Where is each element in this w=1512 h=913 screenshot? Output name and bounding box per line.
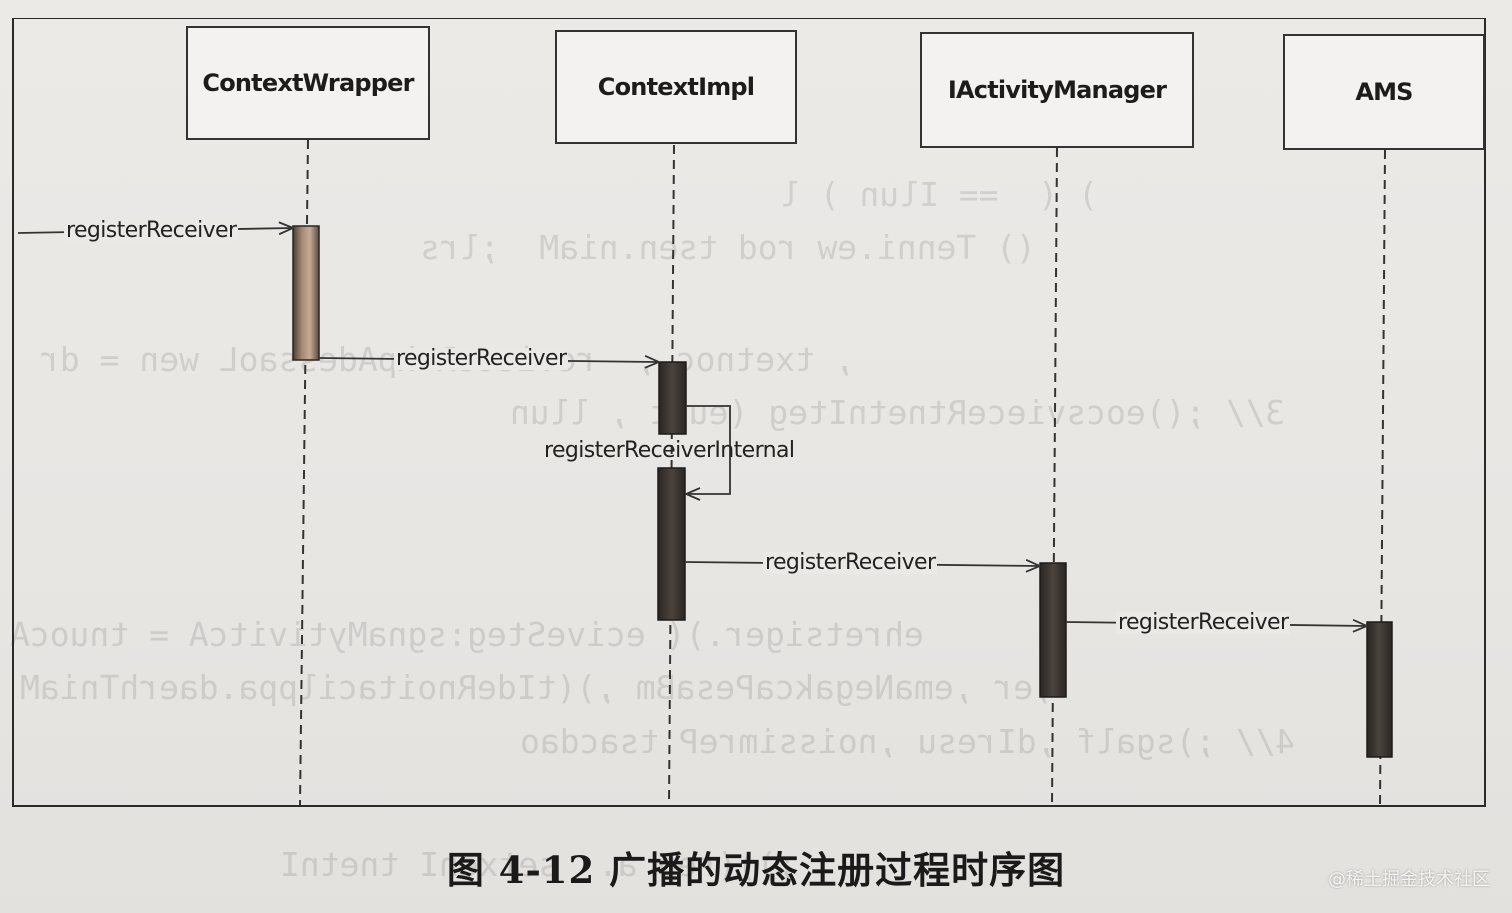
activation-bar-context-wrapper bbox=[292, 225, 320, 361]
participant-label: ContextImpl bbox=[597, 73, 755, 101]
participant-context-wrapper: ContextWrapper bbox=[186, 26, 430, 140]
watermark: @稀土掘金技术社区 bbox=[1328, 869, 1490, 890]
participant-label: ContextWrapper bbox=[202, 69, 414, 97]
participant-iactivity-manager: IActivityManager bbox=[920, 32, 1194, 148]
message-label-5: registerReceiver bbox=[1116, 610, 1291, 635]
activation-bar-iactivity-manager bbox=[1039, 562, 1067, 698]
lifeline-iactivity-manager bbox=[1051, 147, 1058, 806]
message-label-3: registerReceiverInternal bbox=[544, 438, 795, 463]
message-arrow-3-self-call bbox=[686, 405, 731, 494]
participant-ams: AMS bbox=[1283, 34, 1485, 150]
message-label-2: registerReceiver bbox=[394, 346, 569, 371]
activation-bar-context-impl-1 bbox=[658, 361, 687, 435]
figure-caption: 图 4-12 广播的动态注册过程时序图 bbox=[446, 848, 1066, 892]
message-label-4: registerReceiver bbox=[763, 550, 938, 575]
activation-bar-context-impl-2 bbox=[657, 467, 686, 621]
message-label-1: registerReceiver bbox=[64, 218, 239, 243]
participant-label: AMS bbox=[1355, 78, 1413, 106]
participant-label: IActivityManager bbox=[947, 76, 1167, 104]
activation-bar-ams bbox=[1366, 621, 1393, 758]
diagram-frame bbox=[12, 18, 1486, 807]
participant-context-impl: ContextImpl bbox=[555, 30, 797, 144]
